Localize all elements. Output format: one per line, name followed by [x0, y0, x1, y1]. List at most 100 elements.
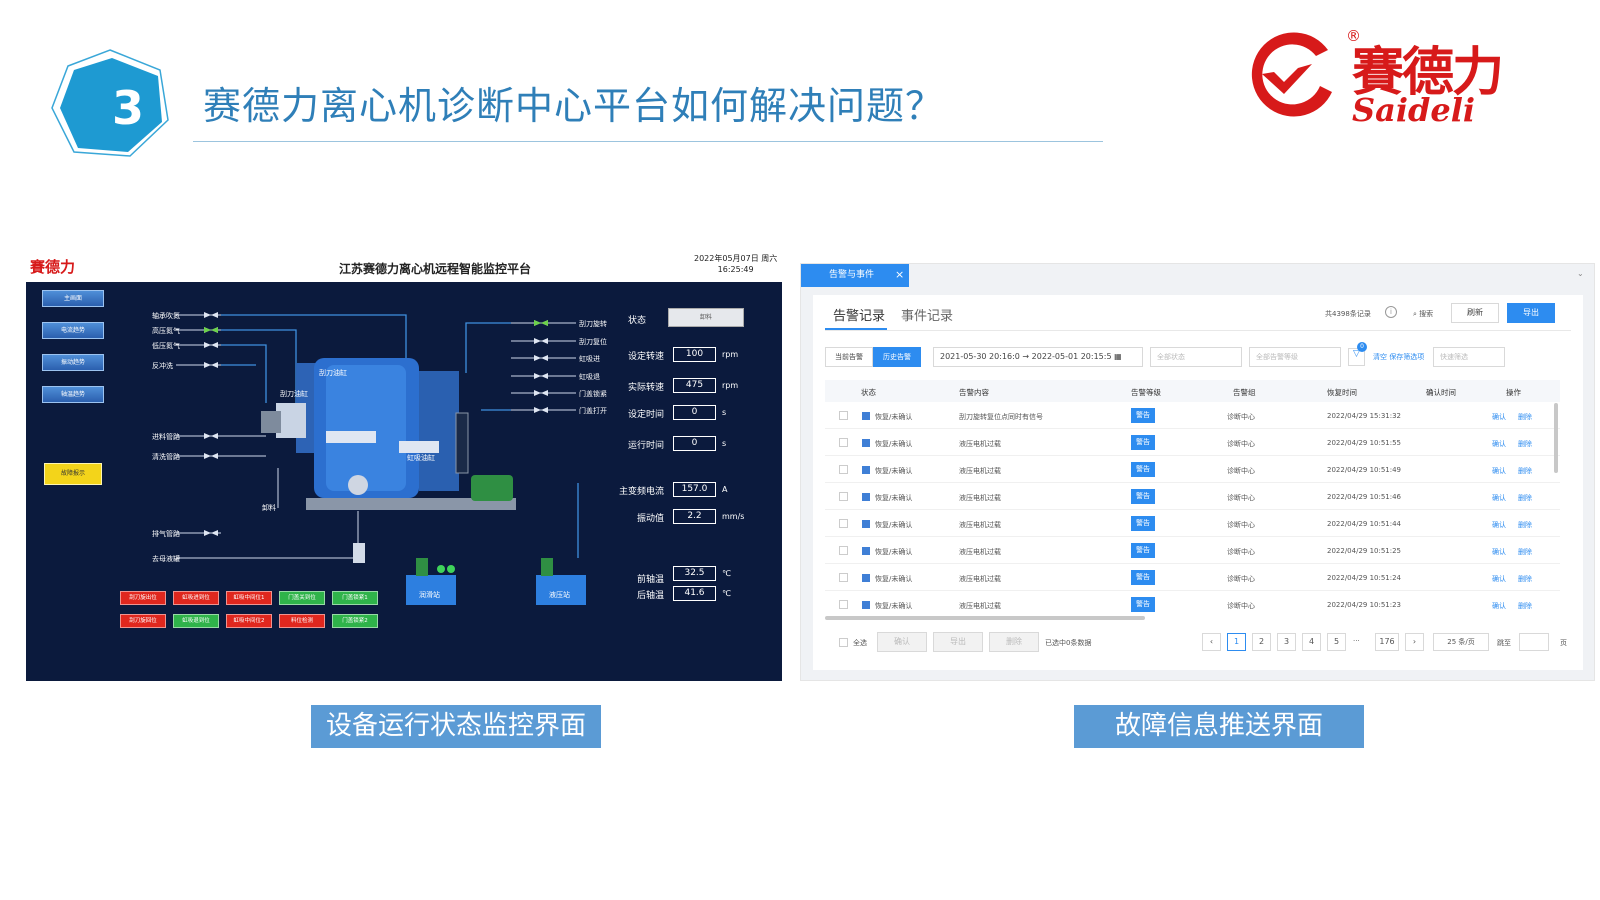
- row-delete-link[interactable]: 删除: [1518, 602, 1532, 610]
- row-confirm-link[interactable]: 确认: [1492, 413, 1506, 421]
- row-status: 恢复/未确认: [875, 467, 913, 475]
- table-row[interactable]: 恢复/未确认 液压电机过载 警告 诊断中心 2022/04/29 10:51:4…: [825, 483, 1560, 510]
- nav-temp-trend[interactable]: 轴温趋势: [42, 386, 104, 403]
- row-confirm-link[interactable]: 确认: [1492, 548, 1506, 556]
- table-row[interactable]: 恢复/未确认 液压电机过载 警告 诊断中心 2022/04/29 10:51:4…: [825, 456, 1560, 483]
- row-group: 诊断中心: [1227, 602, 1255, 610]
- row-time: 2022/04/29 10:51:44: [1327, 520, 1402, 528]
- status-select[interactable]: 全部状态: [1150, 347, 1242, 367]
- row-checkbox[interactable]: [839, 492, 848, 501]
- jump-label: 跳至: [1497, 639, 1511, 647]
- indicator-button[interactable]: 虹吸退到位: [173, 614, 219, 628]
- export-button[interactable]: 导出: [1507, 303, 1555, 323]
- row-delete-link[interactable]: 删除: [1518, 440, 1532, 448]
- refresh-button[interactable]: 刷新: [1451, 303, 1499, 323]
- row-checkbox[interactable]: [839, 465, 848, 474]
- page-3[interactable]: 3: [1277, 633, 1296, 651]
- row-delete-link[interactable]: 删除: [1518, 575, 1532, 583]
- param-value: 0: [673, 405, 716, 420]
- chevron-down-icon[interactable]: ⌄: [1577, 269, 1584, 278]
- param-label: 运行时间: [627, 441, 664, 451]
- row-confirm-link[interactable]: 确认: [1492, 521, 1506, 529]
- param-unit: s: [722, 439, 727, 448]
- row-checkbox[interactable]: [839, 438, 848, 447]
- tab-history-alarms[interactable]: 历史告警: [873, 347, 921, 367]
- page-last[interactable]: 176: [1375, 633, 1399, 651]
- info-icon[interactable]: i: [1385, 306, 1397, 318]
- jump-page-input[interactable]: [1519, 633, 1549, 651]
- indicator-button[interactable]: 刮刀旋回位: [120, 614, 166, 628]
- level-select[interactable]: 全部告警等级: [1249, 347, 1341, 367]
- page-2[interactable]: 2: [1252, 633, 1271, 651]
- indicator-button[interactable]: 虹吸进到位: [173, 591, 219, 605]
- subtab-event-records[interactable]: 事件记录: [901, 309, 954, 324]
- indicator-button[interactable]: 门盖关到位: [279, 591, 325, 605]
- table-row[interactable]: 恢复/未确认 液压电机过载 警告 诊断中心 2022/04/29 10:51:5…: [825, 429, 1560, 456]
- row-group: 诊断中心: [1227, 440, 1255, 448]
- table-row[interactable]: 恢复/未确认 液压电机过载 警告 诊断中心 2022/04/29 10:51:4…: [825, 510, 1560, 537]
- page-ellipsis[interactable]: ···: [1353, 637, 1360, 645]
- next-page-button[interactable]: ›: [1405, 633, 1424, 651]
- clear-save-filter[interactable]: 清空 保存筛选项: [1373, 353, 1425, 361]
- row-delete-link[interactable]: 删除: [1518, 467, 1532, 475]
- row-group: 诊断中心: [1227, 413, 1255, 421]
- row-confirm-link[interactable]: 确认: [1492, 494, 1506, 502]
- row-content: 液压电机过载: [959, 575, 1001, 583]
- indicator-button[interactable]: 虹吸中间位1: [226, 591, 272, 605]
- table-header: [825, 380, 1560, 402]
- close-icon[interactable]: ×: [895, 268, 905, 281]
- tab-divider: [825, 330, 1571, 331]
- row-delete-link[interactable]: 删除: [1518, 548, 1532, 556]
- table-row[interactable]: 恢复/未确认 液压电机过载 警告 诊断中心 2022/04/29 10:51:2…: [825, 591, 1560, 614]
- alarm-card: 告警记录 事件记录 共4398条记录 i ⌕ 搜索 刷新 导出 当前告警 历史告…: [813, 295, 1583, 670]
- table-row[interactable]: 恢复/未确认 液压电机过载 警告 诊断中心 2022/04/29 10:51:2…: [825, 564, 1560, 591]
- bulk-export-button[interactable]: 导出: [933, 632, 983, 652]
- param-unit: ℃: [722, 569, 731, 578]
- bulk-confirm-button[interactable]: 确认: [877, 632, 927, 652]
- table-row[interactable]: 恢复/未确认 刮刀旋转复位点同时有信号 警告 诊断中心 2022/04/29 1…: [825, 402, 1560, 429]
- nav-vibration-trend[interactable]: 振动趋势: [42, 354, 104, 371]
- prev-page-button[interactable]: ‹: [1202, 633, 1221, 651]
- nav-current-trend[interactable]: 电流趋势: [42, 322, 104, 339]
- indicator-button[interactable]: 虹吸中间位2: [226, 614, 272, 628]
- row-confirm-link[interactable]: 确认: [1492, 440, 1506, 448]
- row-delete-link[interactable]: 删除: [1518, 413, 1532, 421]
- tab-alarm-events[interactable]: 告警与事件: [801, 264, 909, 287]
- row-confirm-link[interactable]: 确认: [1492, 575, 1506, 583]
- nav-main[interactable]: 主画面: [42, 290, 104, 307]
- bulk-delete-button[interactable]: 删除: [989, 632, 1039, 652]
- date-range-input[interactable]: 2021-05-30 20:16:0 → 2022-05-01 20:15:5 …: [933, 347, 1143, 367]
- indicator-button[interactable]: 门盖锁紧2: [332, 614, 378, 628]
- subtab-alarm-records[interactable]: 告警记录: [833, 309, 886, 324]
- row-checkbox[interactable]: [839, 600, 848, 609]
- row-group: 诊断中心: [1227, 467, 1255, 475]
- row-checkbox[interactable]: [839, 411, 848, 420]
- page-4[interactable]: 4: [1302, 633, 1321, 651]
- select-all-checkbox[interactable]: [839, 638, 848, 647]
- alarm-button[interactable]: 故障报示: [44, 463, 102, 485]
- page-5[interactable]: 5: [1327, 633, 1346, 651]
- indicator-button[interactable]: 刮刀旋出位: [120, 591, 166, 605]
- indicator-button[interactable]: 门盖锁紧1: [332, 591, 378, 605]
- page-size-select[interactable]: 25 条/页: [1433, 633, 1489, 651]
- row-delete-link[interactable]: 删除: [1518, 521, 1532, 529]
- row-content: 液压电机过载: [959, 521, 1001, 529]
- page-1[interactable]: 1: [1227, 633, 1246, 651]
- search-link[interactable]: ⌕ 搜索: [1413, 309, 1433, 319]
- horizontal-scrollbar[interactable]: [825, 616, 1145, 620]
- table-row[interactable]: 恢复/未确认 液压电机过载 警告 诊断中心 2022/04/29 10:51:2…: [825, 537, 1560, 564]
- indicator-button[interactable]: 料位检测: [279, 614, 325, 628]
- quick-filter-select[interactable]: 快速筛选: [1433, 347, 1505, 367]
- row-confirm-link[interactable]: 确认: [1492, 602, 1506, 610]
- row-confirm-link[interactable]: 确认: [1492, 467, 1506, 475]
- row-checkbox[interactable]: [839, 546, 848, 555]
- col-actions: 操作: [1506, 388, 1521, 397]
- filter-icon[interactable]: ▽: [1348, 348, 1365, 366]
- tab-current-alarms[interactable]: 当前告警: [825, 347, 873, 367]
- row-checkbox[interactable]: [839, 573, 848, 582]
- pipe-label: 门盖锁紧: [579, 390, 607, 398]
- row-checkbox[interactable]: [839, 519, 848, 528]
- vertical-scrollbar[interactable]: [1554, 403, 1558, 473]
- row-delete-link[interactable]: 删除: [1518, 494, 1532, 502]
- row-level-badge: 警告: [1131, 462, 1155, 477]
